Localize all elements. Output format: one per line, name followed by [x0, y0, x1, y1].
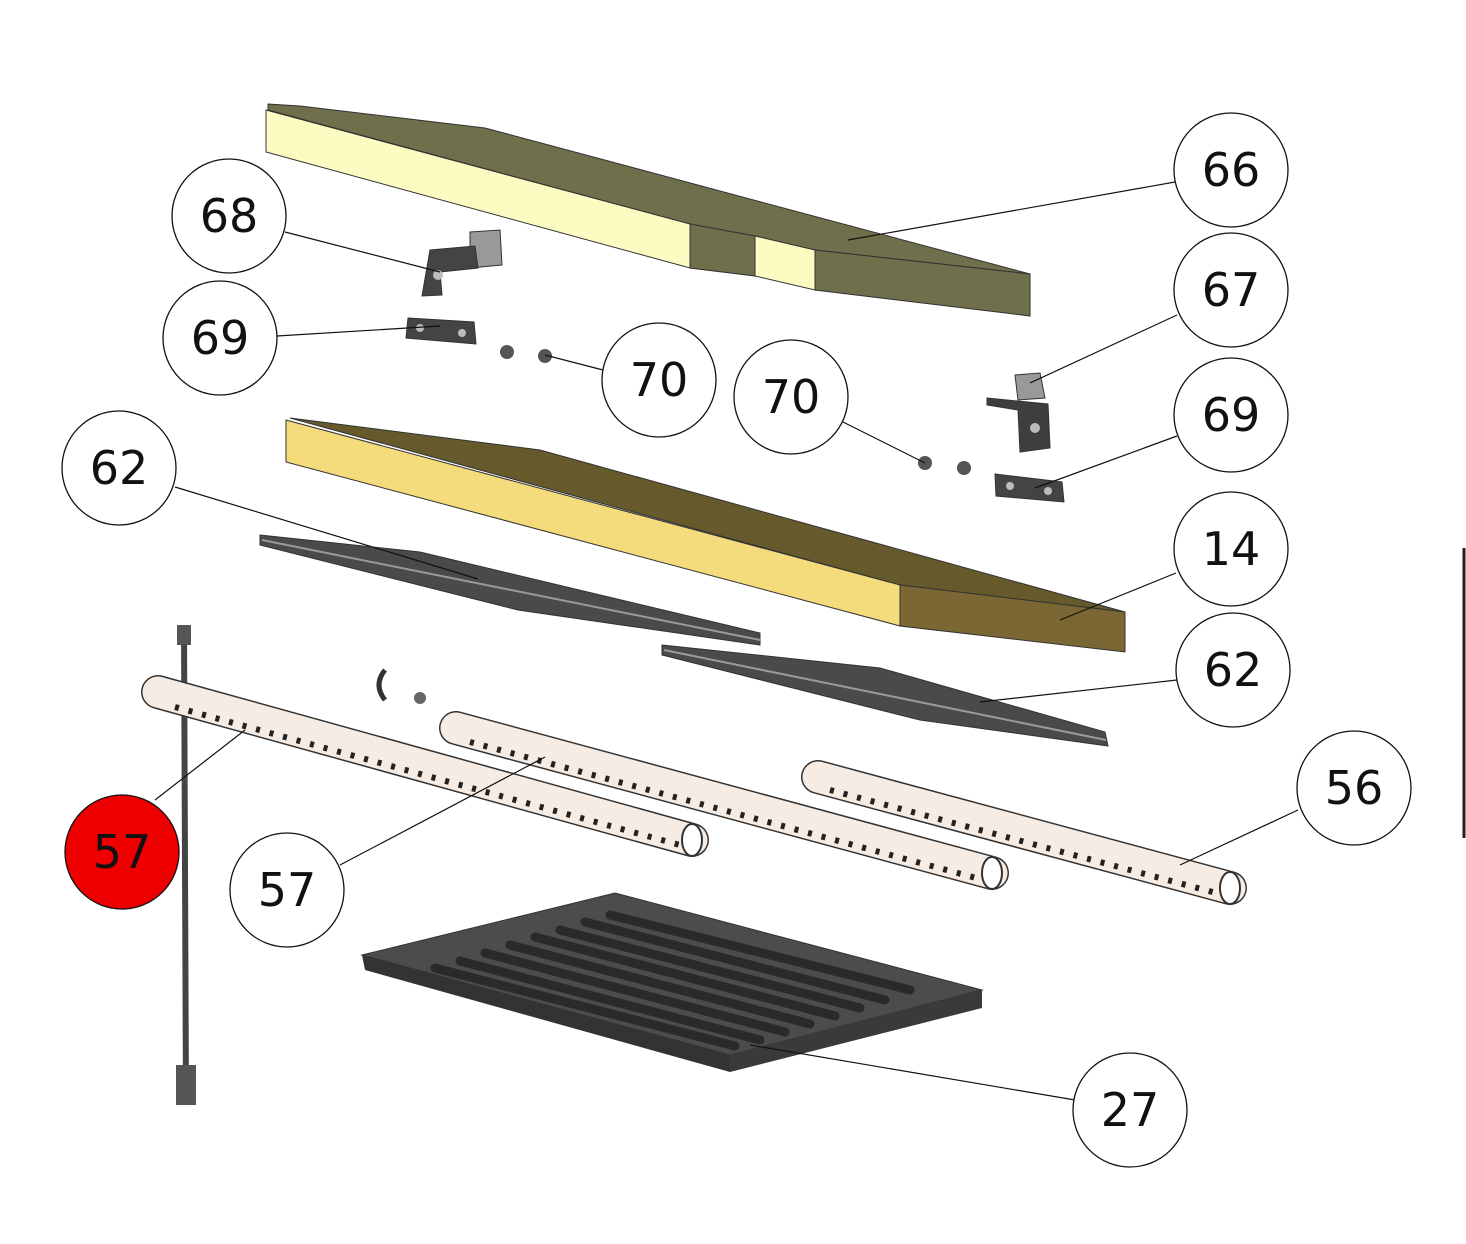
svg-text:57: 57: [93, 825, 152, 879]
svg-text:56: 56: [1325, 761, 1384, 815]
svg-text:57: 57: [258, 863, 317, 917]
callout-69-left[interactable]: 69: [162, 280, 278, 396]
part-left-air-tube[interactable]: [141, 675, 709, 857]
callout-62-right[interactable]: 62: [1175, 612, 1291, 728]
leader-lines: [154, 181, 1299, 1101]
svg-text:67: 67: [1202, 263, 1261, 317]
part-lower-baffle-board[interactable]: [285, 417, 1126, 653]
callout-14[interactable]: 14: [1173, 491, 1289, 607]
part-right-clamp-plate[interactable]: [994, 473, 1065, 503]
part-middle-air-tube[interactable]: [439, 711, 1009, 890]
svg-text:62: 62: [90, 441, 149, 495]
callout-68[interactable]: 68: [171, 158, 287, 274]
callout-69-right[interactable]: 69: [1173, 357, 1289, 473]
part-left-clamp-plate[interactable]: [405, 317, 477, 345]
svg-text:14: 14: [1202, 522, 1261, 576]
callout-56[interactable]: 56: [1296, 730, 1412, 846]
part-nuts[interactable]: [376, 345, 971, 704]
part-grate[interactable]: [360, 892, 984, 1072]
callout-57[interactable]: 57: [229, 832, 345, 948]
callout-27[interactable]: 27: [1072, 1052, 1188, 1168]
svg-text:70: 70: [762, 370, 821, 424]
part-top-baffle-board[interactable]: [265, 103, 1031, 317]
svg-text:66: 66: [1202, 143, 1261, 197]
callout-66[interactable]: 66: [1173, 112, 1289, 228]
svg-text:62: 62: [1204, 643, 1263, 697]
svg-text:70: 70: [630, 353, 689, 407]
part-left-deflector-plate[interactable]: [259, 534, 761, 646]
part-left-bracket[interactable]: [421, 229, 503, 297]
svg-text:69: 69: [191, 311, 250, 365]
part-right-deflector-plate[interactable]: [661, 644, 1109, 747]
part-right-bracket[interactable]: [986, 372, 1051, 453]
callout-62-left[interactable]: 62: [61, 410, 177, 526]
svg-text:68: 68: [200, 189, 259, 243]
callout-70-right[interactable]: 70: [733, 339, 849, 455]
callout-70-left[interactable]: 70: [601, 322, 717, 438]
svg-text:27: 27: [1101, 1083, 1160, 1137]
part-right-air-tube[interactable]: [801, 760, 1247, 905]
callout-67[interactable]: 67: [1173, 232, 1289, 348]
callout-57-highlighted[interactable]: 57: [64, 794, 180, 910]
svg-text:69: 69: [1202, 388, 1261, 442]
